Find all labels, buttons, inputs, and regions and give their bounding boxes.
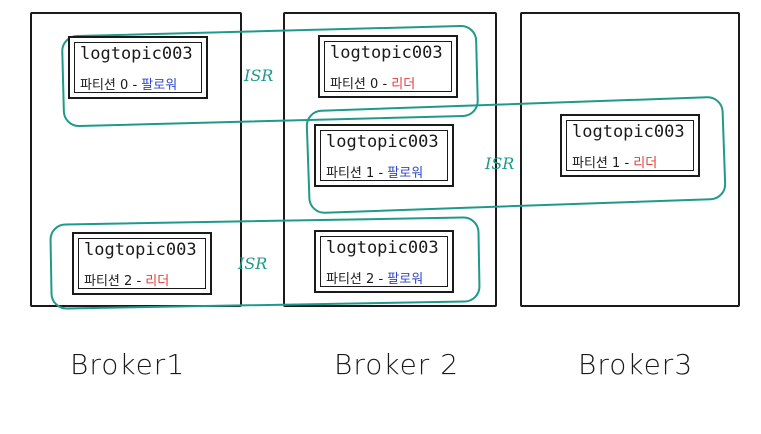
dash: - [382, 77, 388, 92]
partition-line: 파티션 1 - 팔로워 [326, 162, 423, 181]
partition-label: 파티션 1 [572, 156, 621, 171]
topic-name: logtopic003 [84, 240, 197, 260]
role-leader: 리더 [145, 274, 170, 289]
partition-label: 파티션 2 [326, 272, 375, 287]
dash: - [378, 166, 384, 181]
broker-1-label: Broker1 [70, 348, 186, 381]
partition-line: 파티션 1 - 리더 [572, 152, 657, 171]
isr-label-partition-0: ISR [244, 66, 274, 85]
topic-name: logtopic003 [326, 132, 439, 152]
partition-line: 파티션 0 - 팔로워 [80, 74, 177, 93]
partition-line: 파티션 0 - 리더 [330, 73, 415, 92]
topic-name: logtopic003 [80, 44, 193, 64]
role-leader: 리더 [633, 156, 658, 171]
isr-label-partition-1: ISR [485, 154, 515, 173]
partition-label: 파티션 1 [326, 166, 375, 181]
partition-card-broker1-p2: logtopic003 파티션 2 - 리더 [72, 232, 212, 295]
partition-label: 파티션 0 [330, 77, 379, 92]
role-follower: 팔로워 [141, 78, 178, 93]
topic-name: logtopic003 [330, 43, 443, 63]
partition-label: 파티션 0 [80, 78, 129, 93]
dash: - [132, 78, 138, 93]
partition-label: 파티션 2 [84, 274, 133, 289]
broker-2-label: Broker 2 [334, 348, 460, 381]
broker-1-box [30, 12, 242, 307]
partition-card-broker2-p1: logtopic003 파티션 1 - 팔로워 [314, 124, 454, 187]
role-follower: 팔로워 [387, 272, 424, 287]
dash: - [378, 272, 384, 287]
partition-line: 파티션 2 - 리더 [84, 270, 169, 289]
partition-card-broker2-p2: logtopic003 파티션 2 - 팔로워 [314, 230, 454, 293]
isr-label-partition-2: ISR [238, 254, 268, 273]
broker-2-box [283, 12, 497, 307]
partition-card-broker1-p0: logtopic003 파티션 0 - 팔로워 [68, 36, 208, 99]
partition-card-broker2-p0: logtopic003 파티션 0 - 리더 [318, 35, 458, 98]
dash: - [136, 274, 142, 289]
broker-3-box [520, 12, 740, 307]
partition-line: 파티션 2 - 팔로워 [326, 268, 423, 287]
topic-name: logtopic003 [326, 238, 439, 258]
role-follower: 팔로워 [387, 166, 424, 181]
broker-3-label: Broker3 [578, 348, 694, 381]
partition-card-broker3-p1: logtopic003 파티션 1 - 리더 [560, 114, 700, 177]
role-leader: 리더 [391, 77, 416, 92]
dash: - [624, 156, 630, 171]
topic-name: logtopic003 [572, 122, 685, 142]
